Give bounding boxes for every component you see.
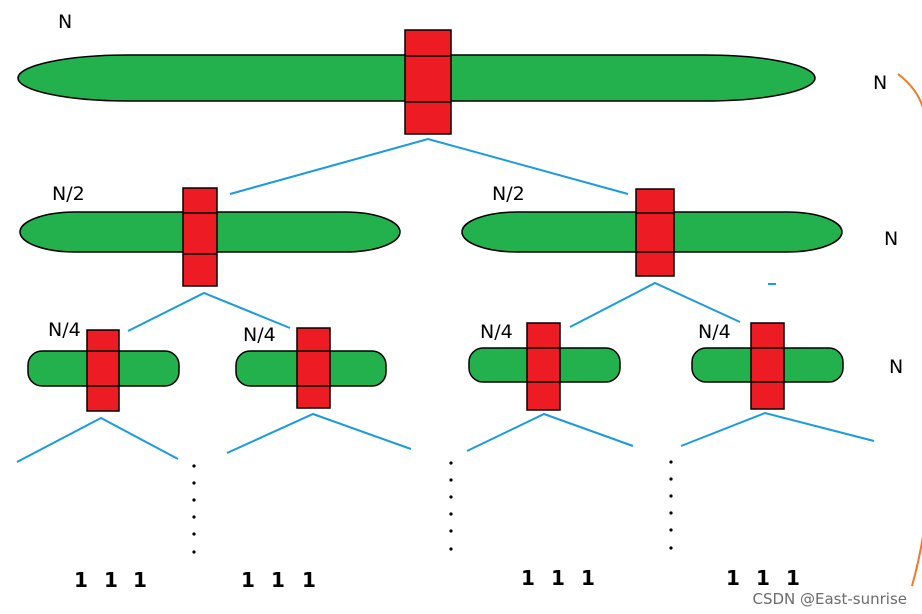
connector-level2-4 [680, 411, 875, 447]
leaf-group-4: 1 1 1 [726, 566, 800, 590]
watermark: CSDN @East-sunrise [752, 590, 907, 608]
connector-level2-3 [466, 412, 634, 452]
leaf-value: 1 [581, 566, 595, 590]
level2-size-label-1: N/4 [48, 319, 81, 341]
leaf-value: 1 [756, 566, 770, 590]
level0-row-total: N [873, 72, 887, 94]
level2-pivot-3 [526, 322, 561, 411]
connector-level2-2 [226, 412, 412, 454]
level0-size-label: N [58, 11, 72, 33]
brace-arc [897, 73, 922, 587]
level2-size-label-3: N/4 [480, 321, 513, 343]
leaf-group-1: 1 1 1 [74, 568, 147, 592]
leaf-group-2: 1 1 1 [241, 568, 316, 592]
leaf-value: 1 [302, 568, 316, 592]
level2-size-label-4: N/4 [698, 321, 731, 343]
vertical-ellipsis-3 [669, 460, 673, 550]
connector-level0 [229, 137, 629, 195]
leaf-value: 1 [271, 568, 285, 592]
level2-size-label-2: N/4 [243, 324, 276, 346]
leaf-value: 1 [104, 568, 118, 592]
level1-left-pivot [182, 187, 218, 287]
leaf-value: 1 [786, 566, 800, 590]
connector-level1-right [569, 281, 741, 328]
leaf-value: 1 [551, 566, 565, 590]
vertical-ellipsis-1 [192, 464, 196, 554]
vertical-ellipsis-2 [449, 461, 453, 551]
level1-right-pivot [635, 188, 675, 277]
leaf-value: 1 [133, 568, 147, 592]
connector-level1-left [127, 291, 291, 332]
level2-pivot-2 [296, 327, 331, 409]
leaf-value: 1 [726, 566, 740, 590]
leaf-value: 1 [74, 568, 88, 592]
leaf-value: 1 [521, 566, 535, 590]
leaf-group-3: 1 1 1 [521, 566, 595, 590]
connector-level2-1 [16, 416, 179, 463]
level2-pivot-1 [86, 329, 120, 412]
level1-left-size-label: N/2 [52, 183, 85, 205]
level2-row-total: N [889, 356, 903, 378]
level0-pivot [404, 29, 452, 135]
level1-row-total: N [884, 228, 898, 250]
level1-right-size-label: N/2 [492, 183, 525, 205]
leaf-value: 1 [241, 568, 255, 592]
level2-pivot-4 [750, 322, 785, 410]
